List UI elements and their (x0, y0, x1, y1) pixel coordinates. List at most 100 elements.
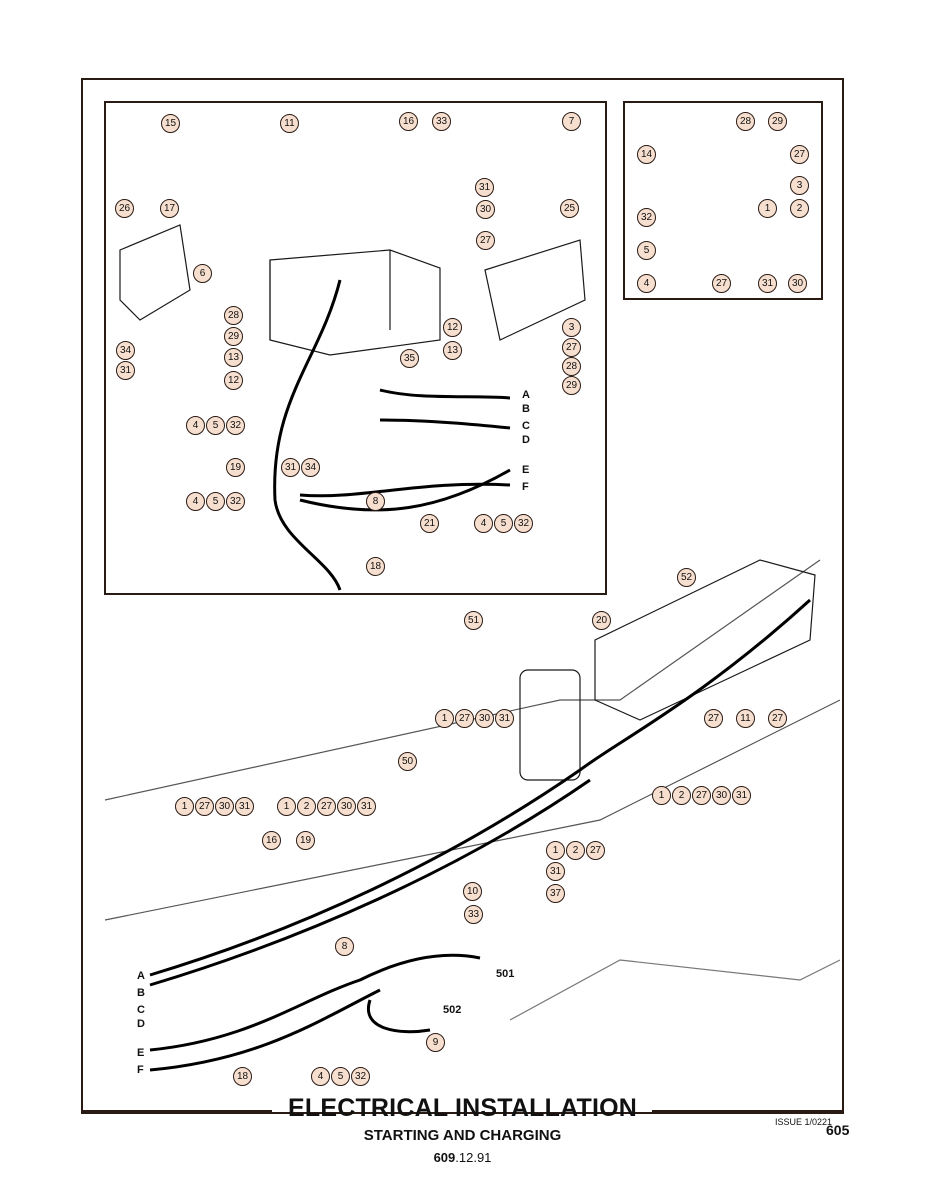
issue-label: ISSUE 1/0221 (775, 1117, 833, 1127)
parts-detail-inset (623, 101, 823, 300)
callout-30-r: 30 (712, 786, 731, 805)
callout-11: 11 (280, 114, 299, 133)
callout-31-s: 31 (546, 862, 565, 881)
callout-26: 26 (115, 199, 134, 218)
callout-27-b: 27 (562, 338, 581, 357)
callout-27-p2: 27 (712, 274, 731, 293)
callout-31-p: 31 (758, 274, 777, 293)
callout-34-b: 34 (301, 458, 320, 477)
callout-27-p: 27 (790, 145, 809, 164)
callout-18-l: 18 (233, 1067, 252, 1086)
callout-27-s: 27 (586, 841, 605, 860)
callout-13-b: 13 (224, 348, 243, 367)
callout-2-r: 2 (672, 786, 691, 805)
callout-32-c: 32 (514, 514, 533, 533)
callout-16-l: 16 (262, 831, 281, 850)
cable-9 (366, 999, 431, 1034)
callout-29-b: 29 (562, 376, 581, 395)
connector-letter-e: E (522, 464, 530, 476)
callout-30-p: 30 (788, 274, 807, 293)
title-rule-left (82, 1110, 272, 1112)
callout-27: 27 (476, 231, 495, 250)
callout-13: 13 (443, 341, 462, 360)
callout-27-n: 27 (317, 797, 336, 816)
callout-8-l: 8 (335, 937, 354, 956)
callout-27-l2: 27 (704, 709, 723, 728)
callout-34: 34 (116, 341, 135, 360)
document-number-prefix: 609 (433, 1150, 456, 1165)
callout-19-l: 19 (296, 831, 315, 850)
callout-2-p: 2 (790, 199, 809, 218)
callout-37: 37 (546, 884, 565, 903)
callout-30-n: 30 (337, 797, 356, 816)
destination-code-502: 502 (443, 1004, 462, 1016)
battery-detail-inset (104, 101, 607, 595)
connector-letter-d-lower: D (137, 1018, 145, 1030)
connector-letter-e-lower: E (137, 1047, 145, 1059)
callout-12-b: 12 (224, 371, 243, 390)
title-rule-right (652, 1110, 844, 1112)
callout-8: 8 (366, 492, 385, 511)
callout-2-s: 2 (566, 841, 585, 860)
callout-32: 32 (226, 416, 245, 435)
callout-7: 7 (562, 112, 581, 131)
connector-letter-d: D (522, 434, 530, 446)
callout-27-m: 27 (195, 797, 214, 816)
callout-5-l: 5 (331, 1067, 350, 1086)
callout-31-n: 31 (357, 797, 376, 816)
callout-33: 33 (432, 112, 451, 131)
callout-4-p: 4 (637, 274, 656, 293)
connector-letter-b: B (522, 403, 530, 415)
callout-18: 18 (366, 557, 385, 576)
callout-31-r: 31 (732, 786, 751, 805)
callout-25: 25 (560, 199, 579, 218)
callout-4-l: 4 (311, 1067, 330, 1086)
callout-1-n: 1 (277, 797, 296, 816)
callout-5: 5 (206, 416, 225, 435)
callout-33-l: 33 (464, 905, 483, 924)
harness-16 (149, 598, 812, 977)
chassis-rail (104, 559, 821, 801)
callout-15: 15 (161, 114, 180, 133)
callout-52: 52 (677, 568, 696, 587)
callout-32-b: 32 (226, 492, 245, 511)
callout-50: 50 (398, 752, 417, 771)
callout-19: 19 (226, 458, 245, 477)
battery-bracket-right (484, 239, 586, 341)
callout-30-m: 30 (215, 797, 234, 816)
callout-16: 16 (399, 112, 418, 131)
callout-32-p: 32 (637, 208, 656, 227)
connector-letter-f-lower: F (137, 1064, 144, 1076)
callout-4: 4 (186, 416, 205, 435)
battery-bracket-left (119, 224, 191, 321)
callout-12: 12 (443, 318, 462, 337)
document-number: 609.12.91 (0, 1150, 925, 1165)
callout-29: 29 (224, 327, 243, 346)
callout-5-b: 5 (206, 492, 225, 511)
callout-1-p: 1 (758, 199, 777, 218)
destination-code-501: 501 (496, 968, 515, 980)
callout-35: 35 (400, 349, 419, 368)
callout-30-l: 30 (475, 709, 494, 728)
electrical-box (594, 559, 816, 721)
callout-9: 9 (426, 1033, 445, 1052)
callout-27-l: 27 (455, 709, 474, 728)
callout-4-b: 4 (186, 492, 205, 511)
callout-28: 28 (224, 306, 243, 325)
callout-29-p: 29 (768, 112, 787, 131)
callout-31: 31 (475, 178, 494, 197)
callout-3-p: 3 (790, 176, 809, 195)
callout-31-m: 31 (235, 797, 254, 816)
connector-letter-b-lower: B (137, 987, 145, 999)
callout-11-l: 11 (736, 709, 755, 728)
harness-18 (149, 953, 481, 1052)
callout-4-c: 4 (474, 514, 493, 533)
callout-14: 14 (637, 145, 656, 164)
connector-letter-a: A (522, 389, 530, 401)
callout-28-b: 28 (562, 357, 581, 376)
callout-32-l: 32 (351, 1067, 370, 1086)
callout-31-l: 31 (495, 709, 514, 728)
callout-6: 6 (193, 264, 212, 283)
callout-17: 17 (160, 199, 179, 218)
